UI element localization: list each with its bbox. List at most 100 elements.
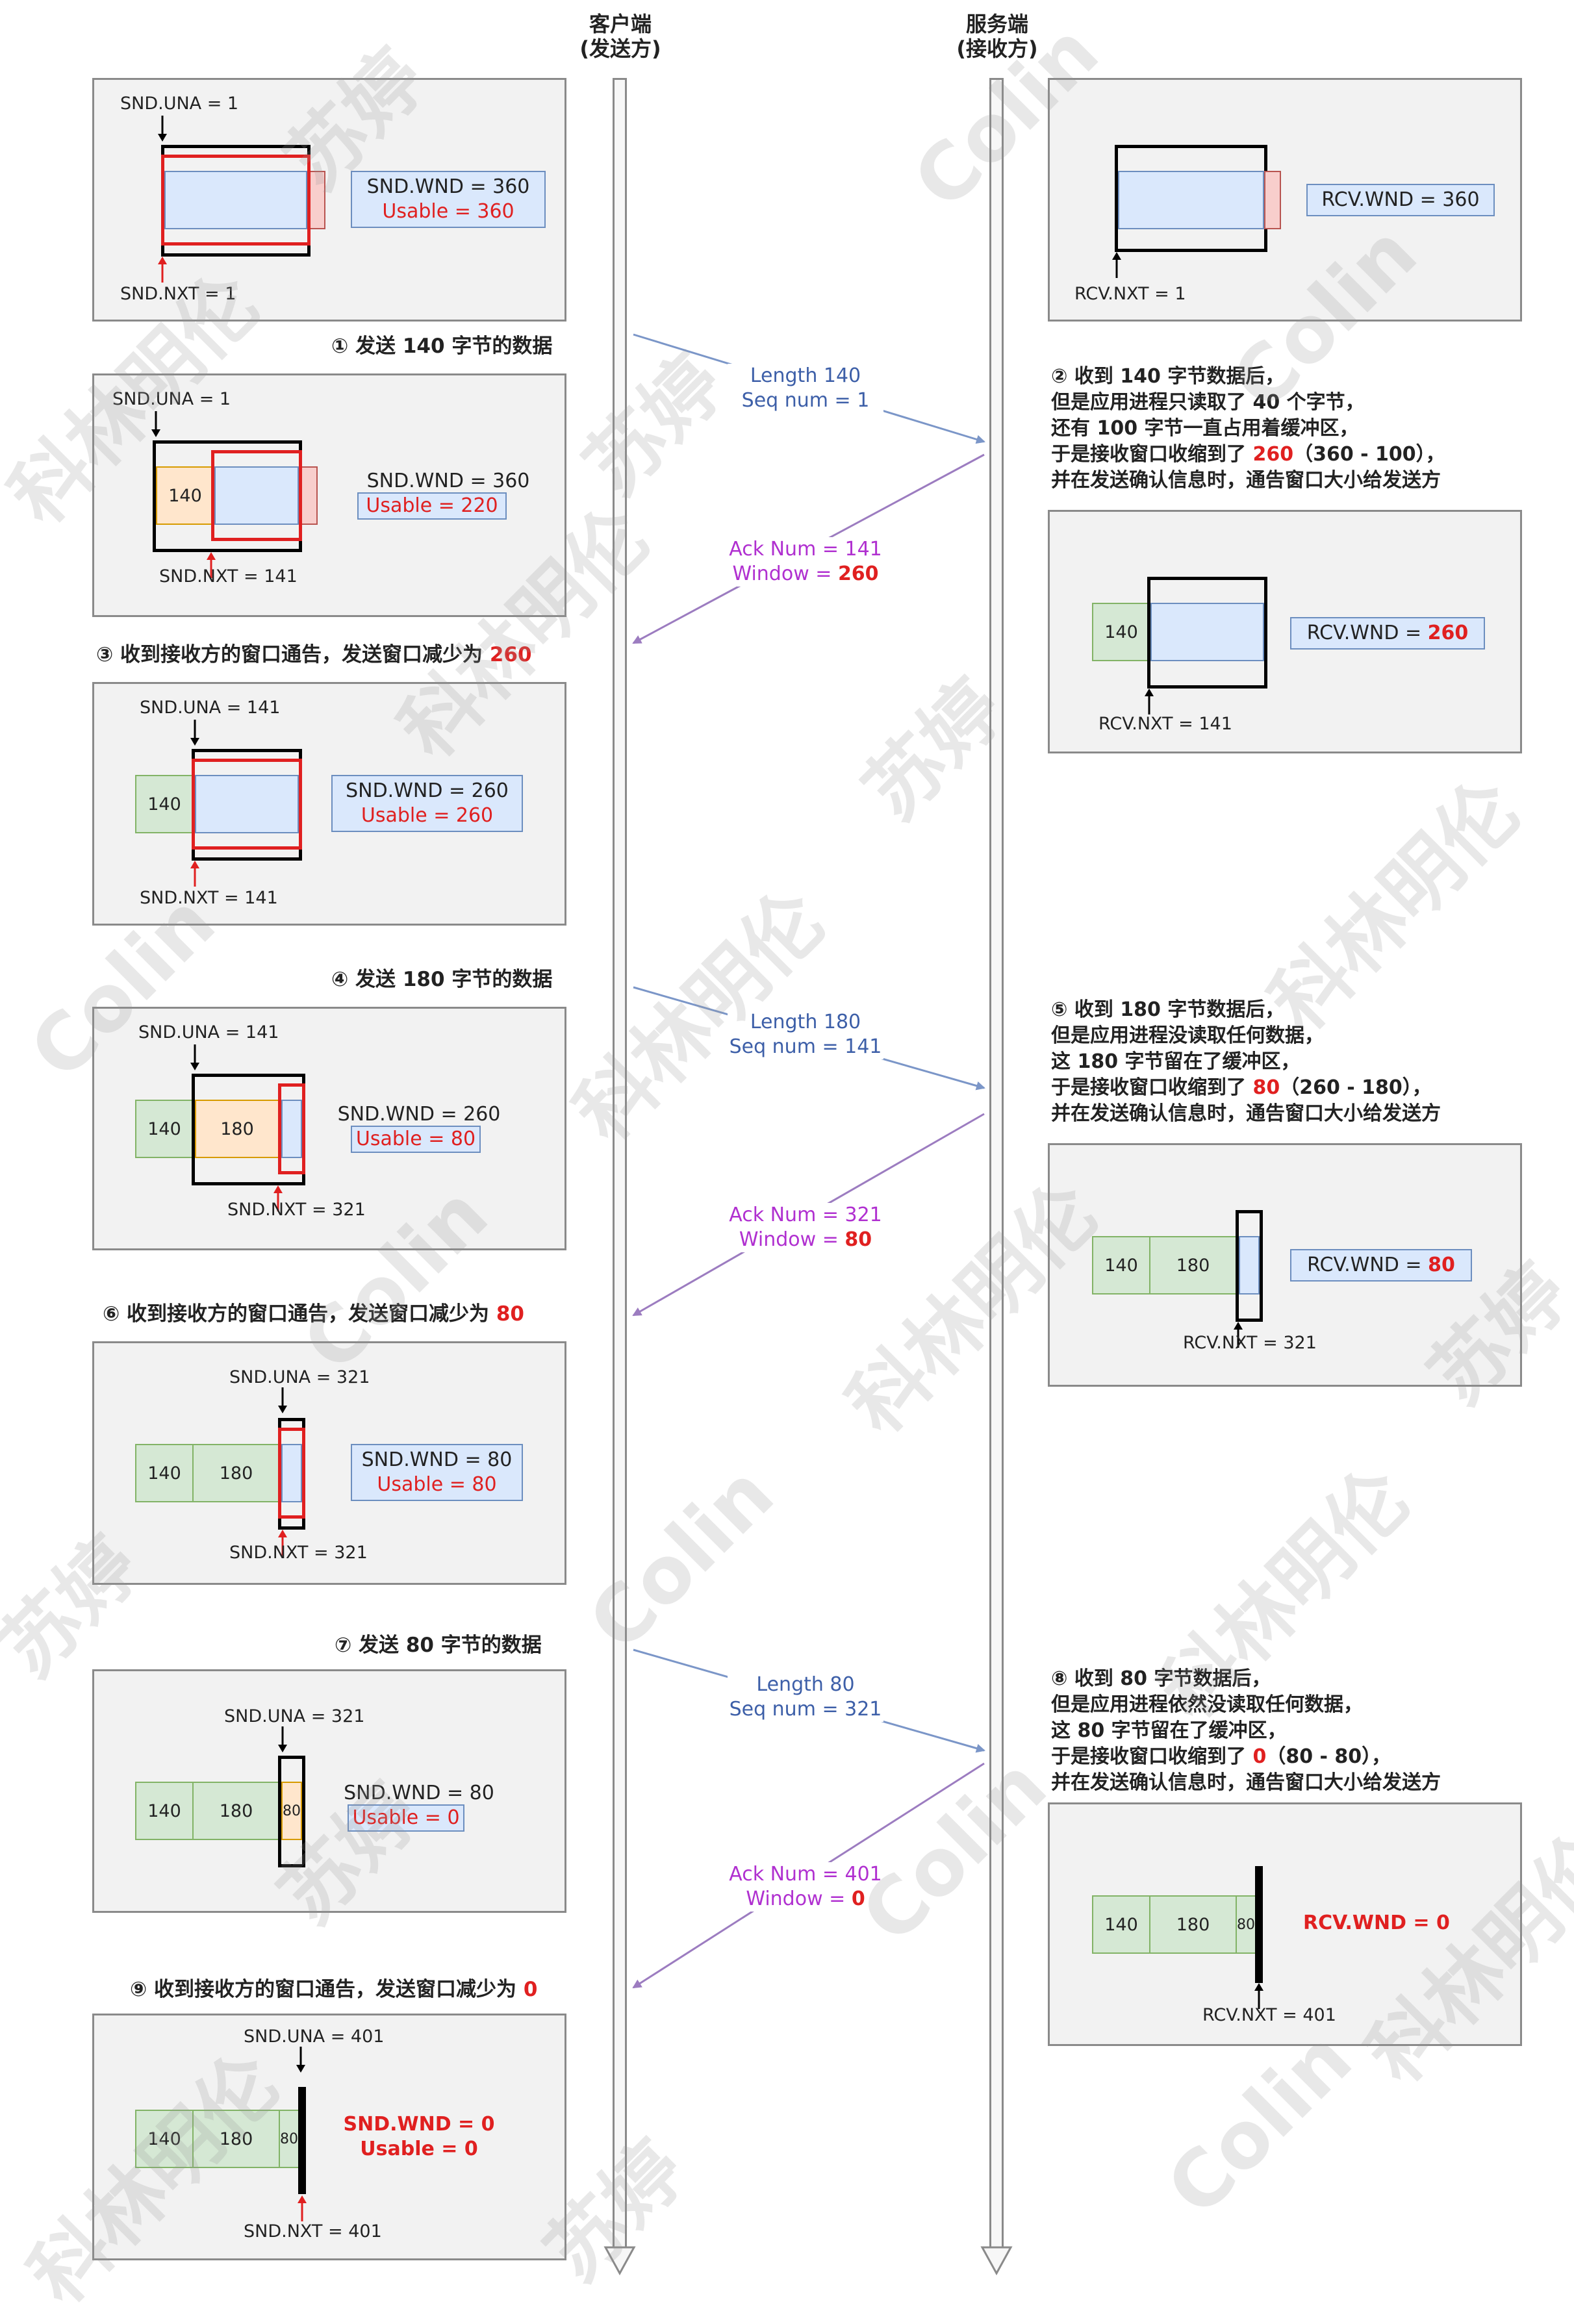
segment-180-acked: 180 xyxy=(192,2110,280,2168)
receive-window-block xyxy=(1239,1236,1260,1295)
segment-80-inflight: 80 xyxy=(281,1782,302,1840)
usable-window-frame xyxy=(211,450,302,541)
segment-80: 80 xyxy=(1236,1895,1256,1954)
caption-step-1: ① 发送 140 字节的数据 xyxy=(331,335,553,358)
msg-ack-401: Ack Num = 401 Window = 0 xyxy=(721,1862,890,1912)
server-panel-step-8: 140 180 80 RCV.WND = 0 RCV.NXT = 401 xyxy=(1048,1802,1522,2046)
msg-ack-141: Ack Num = 141 Window = 260 xyxy=(721,537,890,587)
una-pointer xyxy=(278,1726,287,1752)
una-pointer xyxy=(151,411,160,437)
snd-nxt-label: SND.NXT = 141 xyxy=(159,566,298,587)
receive-window-block xyxy=(1150,603,1264,661)
rcv-nxt-label: RCV.NXT = 1 xyxy=(1074,284,1186,304)
segment-180-acked: 180 xyxy=(192,1444,280,1502)
segment-180: 180 xyxy=(1149,1236,1237,1295)
server-desc-step-8: ⑧ 收到 80 字节数据后， 但是应用进程依然没读取任何数据， 这 80 字节留… xyxy=(1051,1667,1441,1794)
usable-window-block xyxy=(195,775,299,833)
rcv-nxt-pointer xyxy=(1234,1322,1243,1348)
segment-180-acked: 180 xyxy=(192,1782,280,1840)
rcv-nxt-label: RCV.NXT = 401 xyxy=(1202,2005,1336,2025)
client-timeline-arrowhead xyxy=(603,2246,636,2276)
server-panel-step-5: 140 180 RCV.WND = 80 RCV.NXT = 321 xyxy=(1048,1143,1522,1387)
snd-una-label: SND.UNA = 321 xyxy=(224,1706,365,1726)
nxt-pointer xyxy=(298,2195,307,2221)
rcv-nxt-pointer xyxy=(1145,688,1154,714)
una-pointer xyxy=(158,116,167,142)
snd-nxt-label: SND.NXT = 321 xyxy=(229,1543,368,1563)
usable-window-block xyxy=(214,466,299,525)
next-window-edge xyxy=(1264,171,1281,229)
segment-140-acked: 140 xyxy=(135,2110,194,2168)
usable-window-frame xyxy=(161,155,311,246)
server-panel-step-2: 140 RCV.WND = 260 RCV.NXT = 141 xyxy=(1048,510,1522,753)
usable-window-block xyxy=(281,1100,302,1158)
rcv-wnd-box: RCV.WND = 360 xyxy=(1306,184,1495,216)
usable-window-block xyxy=(164,171,307,229)
usable-box: Usable = 220 xyxy=(357,492,507,520)
rcv-nxt-pointer xyxy=(1254,1983,1263,2009)
snd-wnd-box: SND.WND = 360 xyxy=(366,470,530,492)
segment-140-acked: 140 xyxy=(135,1444,194,1502)
client-header: 客户端 (发送方) xyxy=(579,12,661,61)
next-window-edge xyxy=(309,171,325,229)
client-panel-step-7: SND.UNA = 321 140 180 80 SND.WND = 80 Us… xyxy=(92,1669,566,1913)
segment-80-acked: 80 xyxy=(279,2110,299,2168)
server-header: 服务端 (接收方) xyxy=(956,12,1038,61)
caption-step-4: ④ 发送 180 字节的数据 xyxy=(331,968,553,991)
client-panel-step-4: SND.UNA = 141 140 180 SND.WND = 260 Usab… xyxy=(92,1007,566,1250)
server-timeline-arrowhead xyxy=(980,2246,1013,2276)
usable-window-block xyxy=(281,1444,302,1502)
segment-180-inflight: 180 xyxy=(195,1100,279,1158)
caption-step-6: ⑥ 收到接收方的窗口通告，发送窗口减少为 80 xyxy=(103,1302,524,1326)
rcv-nxt-pointer xyxy=(1112,252,1121,278)
segment-180: 180 xyxy=(1149,1895,1237,1954)
snd-wnd-box: SND.WND = 80 xyxy=(344,1782,494,1804)
nxt-pointer xyxy=(158,257,167,283)
server-panel-initial: RCV.WND = 360 RCV.NXT = 1 xyxy=(1048,78,1522,322)
server-desc-step-2: ② 收到 140 字节数据后， 但是应用进程只读取了 40 个字节， 还有 10… xyxy=(1051,365,1445,492)
snd-una-label: SND.UNA = 1 xyxy=(120,94,239,114)
server-desc-step-5: ⑤ 收到 180 字节数据后， 但是应用进程没读取任何数据， 这 180 字节留… xyxy=(1051,998,1441,1125)
segment-140-inflight: 140 xyxy=(156,466,214,525)
rcv-nxt-label: RCV.NXT = 141 xyxy=(1098,714,1232,734)
zero-window-bar xyxy=(1255,1866,1263,1983)
nxt-pointer xyxy=(273,1185,283,1211)
snd-nxt-label: SND.NXT = 1 xyxy=(120,284,236,304)
rcv-wnd-box: RCV.WND = 80 xyxy=(1290,1249,1472,1282)
segment-140: 140 xyxy=(1092,603,1150,661)
snd-una-label: SND.UNA = 141 xyxy=(140,698,281,718)
snd-una-label: SND.UNA = 141 xyxy=(138,1022,279,1042)
snd-una-label: SND.UNA = 401 xyxy=(244,2027,385,2047)
caption-step-7: ⑦ 发送 80 字节的数据 xyxy=(335,1634,542,1657)
snd-una-label: SND.UNA = 321 xyxy=(229,1367,370,1387)
snd-nxt-label: SND.NXT = 141 xyxy=(140,888,278,908)
una-pointer xyxy=(278,1387,287,1413)
una-pointer xyxy=(190,720,199,746)
usable-window-frame xyxy=(278,1428,305,1519)
segment-140-acked: 140 xyxy=(135,775,194,833)
client-panel-step-1: SND.UNA = 1 140 SND.WND = 360 Usable = 2… xyxy=(92,373,566,617)
zero-window-bar xyxy=(298,2087,306,2194)
una-pointer xyxy=(296,2047,305,2073)
usable-box: Usable = 0 xyxy=(348,1804,464,1832)
una-pointer xyxy=(190,1044,199,1070)
rcv-wnd-label: RCV.WND = 0 xyxy=(1303,1912,1450,1934)
send-window-frame xyxy=(278,1756,305,1867)
rcv-nxt-label: RCV.NXT = 321 xyxy=(1183,1333,1317,1353)
caption-step-9: ⑨ 收到接收方的窗口通告，发送窗口减少为 0 xyxy=(130,1978,538,2001)
msg-ack-321: Ack Num = 321 Window = 80 xyxy=(721,1203,890,1252)
next-window-edge xyxy=(301,466,318,525)
snd-nxt-label: SND.NXT = 401 xyxy=(244,2221,382,2242)
usable-window-frame xyxy=(278,1083,305,1174)
rcv-wnd-box: RCV.WND = 260 xyxy=(1290,617,1485,650)
